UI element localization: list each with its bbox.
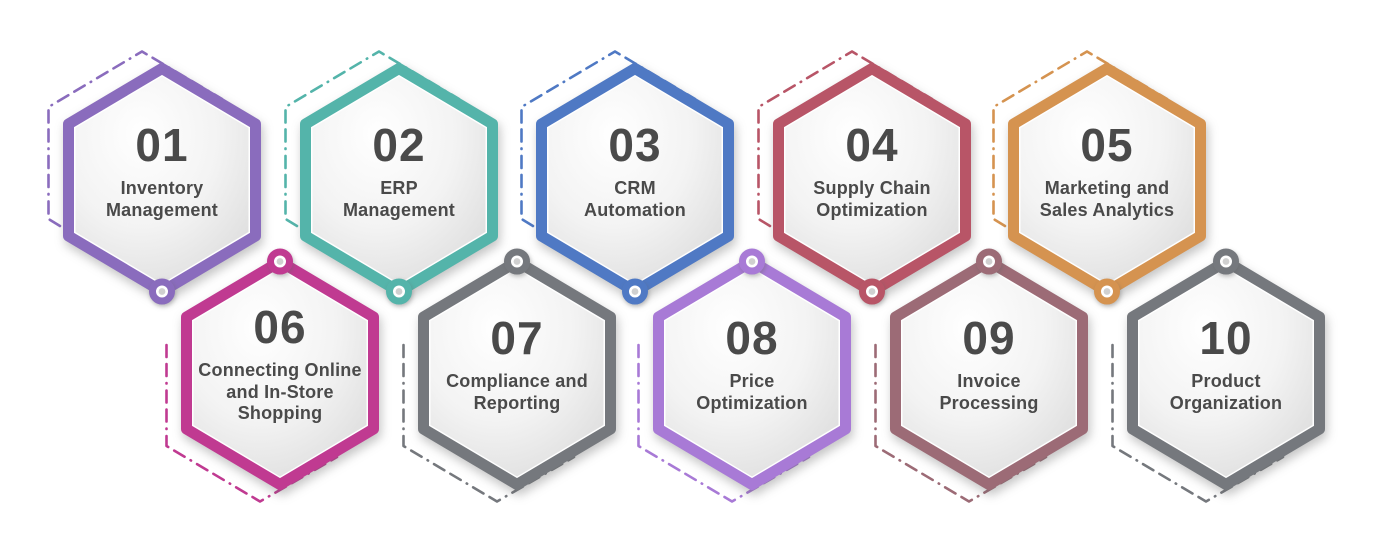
step-07-hexagon — [402, 248, 616, 503]
step-06: 06 Connecting Online and In-Store Shoppi… — [150, 225, 410, 525]
connector-hole-icon — [868, 288, 876, 295]
connector-hole-icon — [631, 288, 639, 295]
connector-hole-icon — [158, 288, 166, 295]
step-02-hexagon — [284, 50, 498, 305]
connector-hole-icon — [1103, 288, 1111, 295]
hexagon-fill — [1139, 269, 1313, 477]
connector-hole-icon — [513, 258, 521, 265]
hexagon-fill — [548, 76, 722, 284]
hexagon-fill — [75, 76, 249, 284]
step-09-hexagon — [874, 248, 1088, 503]
step-03-hexagon — [520, 50, 734, 305]
hexagon-fill — [193, 269, 367, 477]
step-08: 08 Price Optimization — [622, 225, 882, 525]
hexagon-fill — [1020, 76, 1194, 284]
step-10-hexagon — [1111, 248, 1325, 503]
hexagon-fill — [665, 269, 839, 477]
step-05-hexagon — [992, 50, 1206, 305]
connector-hole-icon — [985, 258, 993, 265]
step-04-hexagon — [757, 50, 971, 305]
hexagon-fill — [785, 76, 959, 284]
step-07: 07 Compliance and Reporting — [387, 225, 647, 525]
connector-hole-icon — [748, 258, 756, 265]
step-09: 09 Invoice Processing — [859, 225, 1119, 525]
connector-hole-icon — [395, 288, 403, 295]
connector-hole-icon — [1222, 258, 1230, 265]
connector-hole-icon — [276, 258, 284, 265]
step-10: 10 Product Organization — [1096, 225, 1356, 525]
step-08-hexagon — [637, 248, 851, 503]
step-01-hexagon — [47, 50, 261, 305]
hexagon-fill — [312, 76, 486, 284]
hexagon-fill — [430, 269, 604, 477]
step-06-hexagon — [165, 248, 379, 503]
hexagon-fill — [902, 269, 1076, 477]
